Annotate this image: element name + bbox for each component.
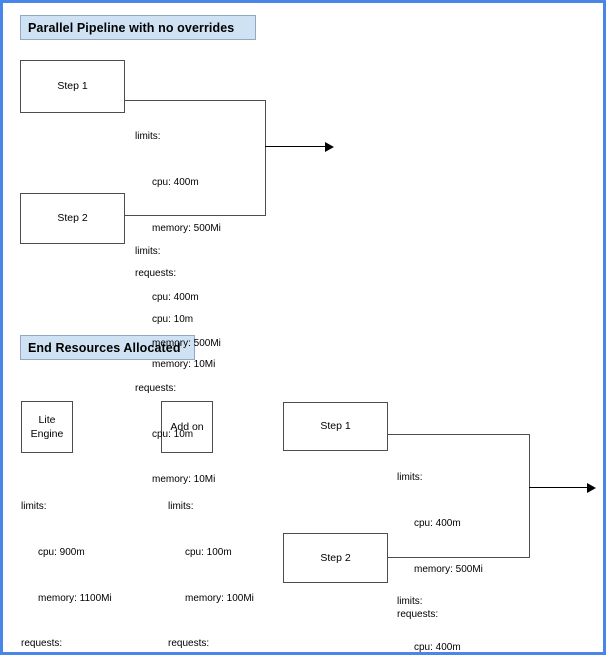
limits-label: limits: (397, 472, 423, 484)
limits-label: limits: (168, 501, 194, 513)
arrow-bottom-output-head (587, 483, 596, 493)
limits-memory: memory: 500Mi (152, 337, 221, 349)
node-top-step2[interactable]: Step 2 (20, 193, 125, 244)
section-header-end-resources: End Resources Allocated (20, 335, 195, 360)
limits-memory: memory: 100Mi (185, 592, 254, 604)
requests-cpu: cpu: 10m (152, 313, 194, 325)
limits-label: limits: (135, 246, 161, 258)
requests-cpu: cpu: 10m (152, 428, 194, 440)
requests-label: requests: (135, 268, 177, 280)
limits-memory: memory: 500Mi (414, 563, 483, 575)
requests-label: requests: (21, 638, 63, 650)
node-lite-engine-label-line2: Engine (30, 428, 64, 440)
arrow-top-output-head (325, 142, 334, 152)
resources-add-on: limits: cpu: 100m memory: 100Mi requests… (168, 469, 254, 652)
connector-bottom-step2-horizontal (388, 557, 529, 558)
limits-cpu: cpu: 100m (185, 546, 232, 558)
limits-cpu: cpu: 400m (414, 517, 461, 529)
limits-cpu: cpu: 400m (152, 291, 199, 303)
limits-cpu: cpu: 400m (414, 641, 461, 653)
resources-top-step1: limits: cpu: 400m memory: 500Mi requests… (135, 99, 221, 403)
section-header-parallel-pipeline: Parallel Pipeline with no overrides (20, 15, 256, 40)
requests-label: requests: (168, 638, 210, 650)
resources-bottom-step2: limits: cpu: 400m memory: 500Mi requests… (397, 564, 483, 653)
node-top-step1-label: Step 1 (57, 80, 88, 93)
limits-label: limits: (21, 501, 47, 513)
arrow-bottom-output-line (529, 487, 587, 489)
requests-memory: memory: 10Mi (152, 474, 216, 486)
node-bottom-step2-label: Step 2 (320, 551, 351, 564)
resources-lite-engine: limits: cpu: 900m memory: 1100Mi request… (21, 469, 112, 652)
node-lite-engine-label-line1: Lite (38, 413, 56, 426)
limits-memory: memory: 500Mi (152, 222, 221, 234)
resources-bottom-step1: limits: cpu: 400m memory: 500Mi requests… (397, 440, 483, 652)
node-top-step2-label: Step 2 (57, 212, 88, 225)
limits-label: limits: (397, 596, 423, 608)
node-bottom-step1[interactable]: Step 1 (283, 402, 388, 451)
requests-memory: memory: 10Mi (152, 359, 216, 371)
requests-label: requests: (397, 609, 439, 621)
connector-top-step1-horizontal (124, 100, 265, 101)
requests-label: requests: (135, 383, 177, 395)
node-bottom-step1-label: Step 1 (320, 420, 351, 433)
resources-top-step2: limits: cpu: 400m memory: 500Mi requests… (135, 214, 221, 518)
limits-cpu: cpu: 400m (152, 176, 199, 188)
arrow-top-output-line (265, 146, 325, 148)
node-add-on-label: Add on (170, 420, 204, 433)
connector-top-merge-vertical (265, 100, 266, 216)
limits-cpu: cpu: 900m (38, 546, 85, 558)
limits-label: limits: (135, 131, 161, 143)
connector-bottom-merge-vertical (529, 434, 530, 558)
node-add-on[interactable]: Add on (161, 401, 213, 453)
node-top-step1[interactable]: Step 1 (20, 60, 125, 113)
limits-memory: memory: 1100Mi (38, 592, 112, 604)
connector-top-step2-horizontal (124, 215, 265, 216)
node-bottom-step2[interactable]: Step 2 (283, 533, 388, 583)
connector-bottom-step1-horizontal (388, 434, 529, 435)
